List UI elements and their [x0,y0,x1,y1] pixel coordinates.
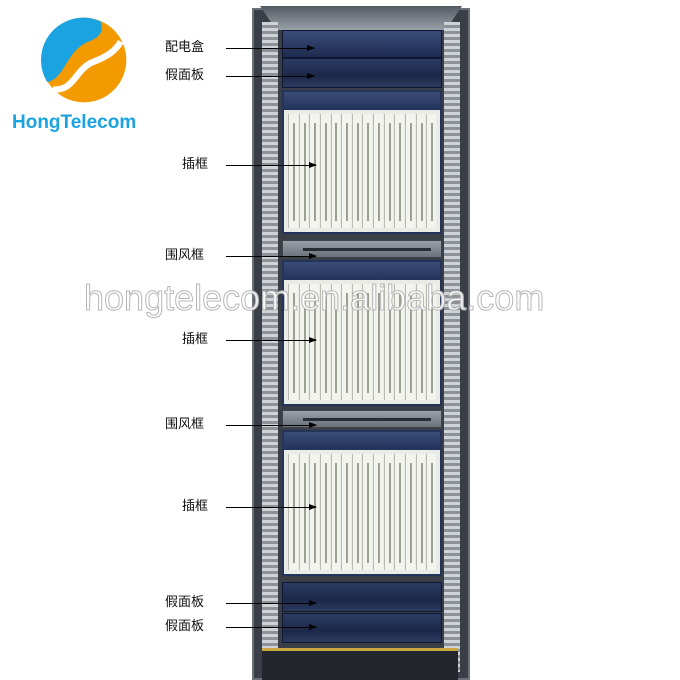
rack-base [262,648,458,680]
board-slot [351,284,362,400]
subrack-3 [282,430,442,576]
board-slot [426,114,436,228]
arrow-icon [226,422,317,428]
label-air-baffle-1: 围风框 [165,248,205,263]
board-slot [288,454,298,570]
board-slot [383,454,394,570]
label-power-box: 配电盒 [165,40,205,55]
arrow-icon [226,624,317,630]
board-slot [341,284,351,400]
label-subrack-2: 插框 [182,332,209,347]
subrack-1 [282,90,442,234]
dummy-panel-top [282,58,442,88]
board-slot [415,114,426,228]
board-slot [319,114,330,228]
hongtelecom-logo-icon [40,17,127,103]
board-slot [298,114,309,228]
board-slot [373,284,383,400]
board-slot [288,284,298,400]
board-slot [362,284,373,400]
label-dummy-panel-bottom-1: 假面板 [165,595,205,610]
label-dummy-panel-top: 假面板 [165,68,205,83]
board-slot [405,454,415,570]
board-slot [362,454,373,570]
board-slot [330,114,341,228]
air-baffle-1 [282,240,442,258]
board-slot [351,114,362,228]
rack-top-cap [260,6,462,30]
arrow-icon [226,337,317,343]
board-slot [405,284,415,400]
board-slot [426,454,436,570]
board-slot [330,454,341,570]
board-slot [394,114,405,228]
board-slot [415,454,426,570]
board-slot [351,454,362,570]
label-dummy-panel-bottom-2: 假面板 [165,619,205,634]
dummy-panel-bottom-2 [282,613,442,643]
label-subrack-1: 插框 [182,157,209,172]
board-slot [319,284,330,400]
board-slot [383,114,394,228]
board-slot [288,114,298,228]
arrow-icon [226,253,317,259]
label-air-baffle-2: 围风框 [165,417,205,432]
dummy-panel-bottom-1 [282,582,442,612]
board-slot [394,454,405,570]
board-slot [309,114,319,228]
board-slot [330,284,341,400]
board-slot [373,454,383,570]
board-slot [298,454,309,570]
board-slot [405,114,415,228]
label-subrack-3: 插框 [182,499,209,514]
board-slot [426,284,436,400]
arrow-icon [226,73,315,79]
rack-rail-right [444,22,460,672]
board-slot [383,284,394,400]
arrow-icon [226,504,317,510]
power-distribution-box [282,30,442,58]
arrow-icon [226,45,315,51]
board-slot [298,284,309,400]
board-slot [394,284,405,400]
rack-rail-left [262,22,278,672]
watermark: hongtelecom.en.alibaba.com [83,277,545,318]
board-slot [341,114,351,228]
arrow-icon [226,162,317,168]
board-slot [341,454,351,570]
board-slot [319,454,330,570]
board-slot [415,284,426,400]
brand-name: HongTelecom [12,112,137,133]
board-slot [373,114,383,228]
board-slot [362,114,373,228]
board-slot [309,454,319,570]
air-baffle-2 [282,410,442,428]
arrow-icon [226,600,317,606]
